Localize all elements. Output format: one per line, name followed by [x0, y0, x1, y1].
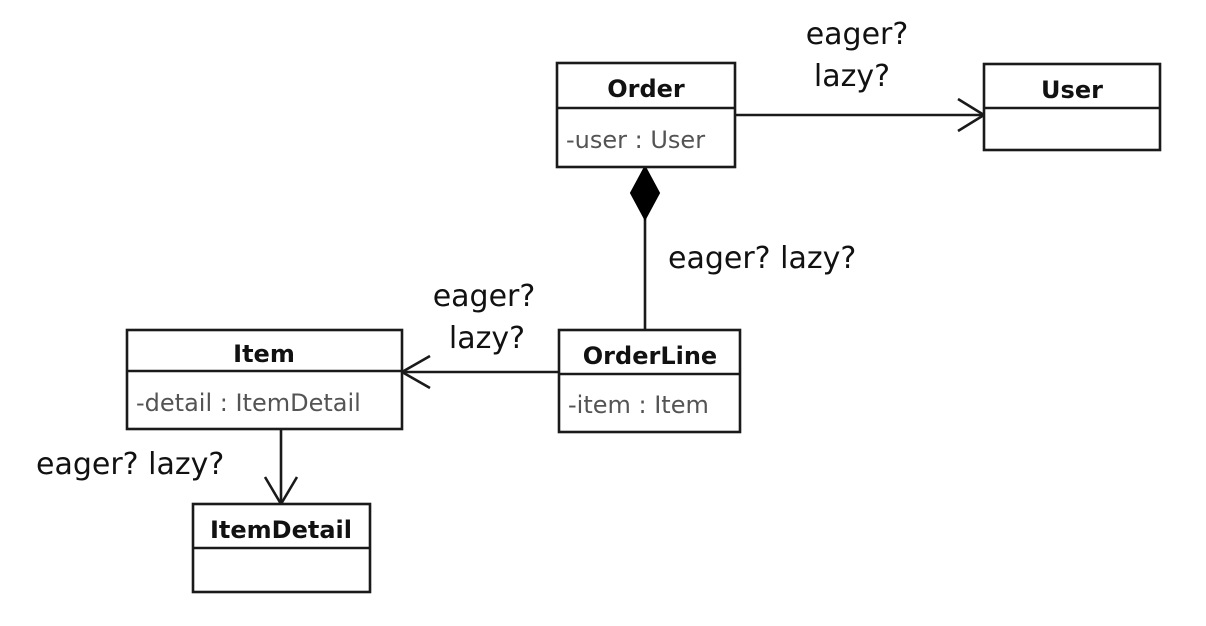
class-box-item[interactable]: Item -detail : ItemDetail: [125, 328, 404, 431]
edge-order-user: [735, 97, 987, 133]
class-box-itemdetail[interactable]: ItemDetail: [191, 502, 372, 594]
class-box-item-frame: [125, 328, 404, 431]
class-box-user[interactable]: User: [982, 62, 1162, 152]
edge-label-order-user-line2: lazy?: [814, 59, 890, 94]
class-name-order: Order: [607, 75, 685, 103]
edge-label-order-orderline: eager? lazy?: [668, 241, 856, 276]
class-box-order-frame: [555, 61, 737, 169]
class-box-order[interactable]: Order -user : User: [555, 61, 737, 169]
edge-label-orderline-item-line1: eager?: [433, 279, 536, 314]
class-attribute-order-0: -user : User: [566, 126, 705, 154]
class-name-itemdetail: ItemDetail: [210, 516, 352, 544]
edge-order-orderline-filled-diamond-icon: [629, 164, 661, 222]
class-attribute-item-0: -detail : ItemDetail: [136, 389, 361, 417]
class-name-user: User: [1041, 76, 1103, 104]
class-name-item: Item: [233, 340, 295, 368]
class-box-orderline[interactable]: OrderLine -item : Item: [557, 328, 742, 434]
edge-label-order-user-line1: eager?: [806, 17, 909, 52]
edge-orderline-item: [399, 354, 559, 390]
edge-item-itemdetail: [263, 429, 299, 507]
edge-label-orderline-item-line2: lazy?: [449, 321, 525, 356]
class-attribute-orderline-0: -item : Item: [568, 391, 709, 419]
edge-label-item-itemdetail: eager? lazy?: [36, 447, 224, 482]
class-name-orderline: OrderLine: [583, 342, 717, 370]
class-box-orderline-frame: [557, 328, 742, 434]
edge-order-orderline: [629, 164, 661, 330]
